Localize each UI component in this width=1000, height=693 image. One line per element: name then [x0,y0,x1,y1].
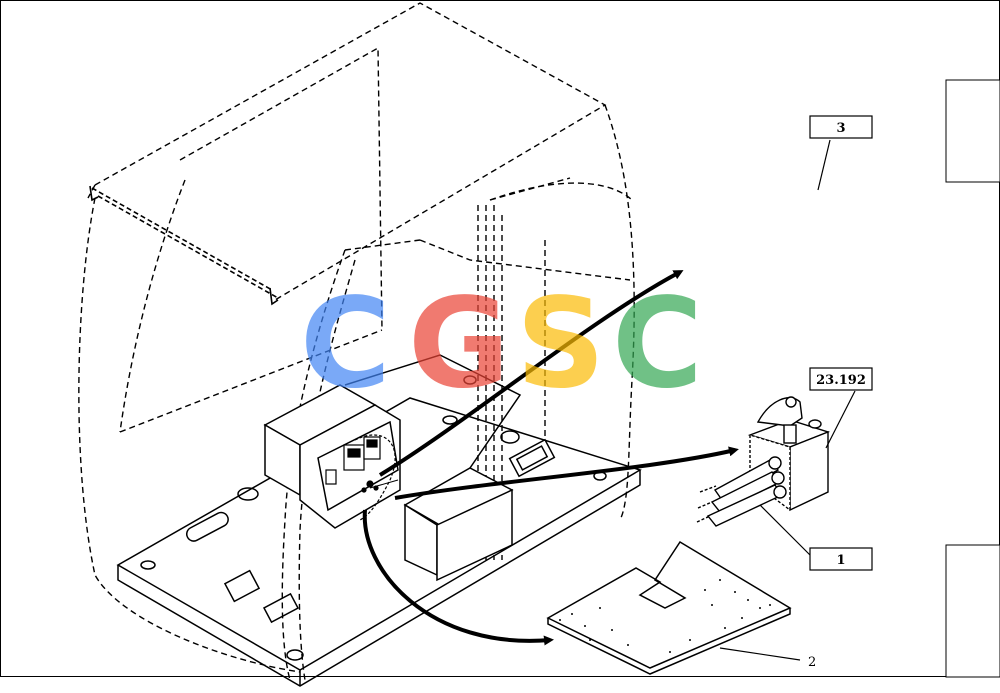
callout-23-192-label: 23.192 [816,373,866,388]
watermark-letter-4: C [612,272,703,416]
callout-2: 2 [719,647,816,670]
watermark-letter-2: G [408,272,510,416]
floor-mat-part [546,540,792,675]
callout-3: 3 [809,115,873,191]
callout-1-label: 1 [836,553,845,568]
detail-pointer [369,479,399,489]
callout-2-label: 2 [808,655,816,670]
callout-3-label: 3 [836,121,845,136]
watermark-letter-3: S [516,272,605,416]
side-tab-bottom [945,544,1000,678]
arrow-to-valve-block [394,446,739,500]
side-tab-top [945,79,1000,183]
watermark-letter-1: C [300,272,391,416]
watermark-logo: C G S C [300,272,703,416]
switch-panel [325,434,396,521]
exploded-view-arrows [362,270,739,646]
callout-1: 1 [759,504,873,571]
callout-23-192: 23.192 [809,367,873,449]
arrow-to-floor-mat [362,509,554,646]
valve-block-part [696,396,831,527]
arrow-to-upper-right [378,270,684,477]
roof-visor [89,185,279,306]
floor-plate [116,375,642,687]
